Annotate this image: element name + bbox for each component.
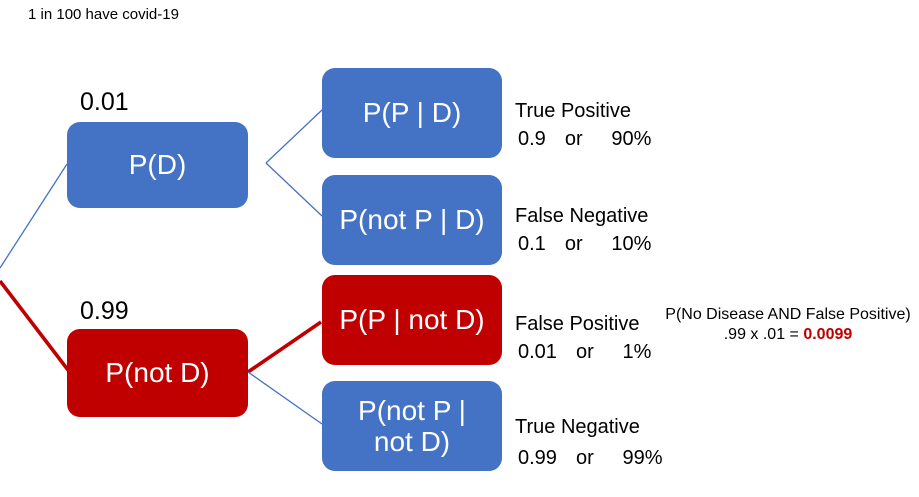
probability-label-disease: 0.01 — [80, 88, 129, 116]
outcome-value-true-positive: 0.9 or 90% — [518, 128, 652, 150]
edge-disease-to-true-positive — [265, 109, 323, 164]
node-false-negative-label: P(not P | D) — [339, 204, 485, 236]
node-no-disease: P(not D) — [67, 329, 248, 417]
page-title: 1 in 100 have covid-19 — [28, 6, 179, 23]
caption-true-positive: True Positive 0.9 or 90% — [515, 97, 651, 153]
outcome-value-false-positive: 0.01 or 1% — [518, 341, 652, 363]
calculation-annotation: P(No Disease AND False Positive) .99 x .… — [655, 305, 919, 345]
outcome-value-false-negative: 0.1 or 10% — [518, 233, 652, 255]
node-true-positive: P(P | D) — [322, 68, 502, 158]
caption-false-positive: False Positive 0.01 or 1% — [515, 310, 651, 366]
outcome-name-true-positive: True Positive — [515, 100, 631, 122]
node-false-positive-label: P(P | not D) — [339, 304, 485, 336]
node-disease: P(D) — [67, 122, 248, 208]
node-false-positive: P(P | not D) — [322, 275, 502, 365]
annotation-formula: .99 x .01 = 0.0099 — [655, 325, 919, 345]
node-false-negative: P(not P | D) — [322, 175, 502, 265]
outcome-value-true-negative: 0.99 or 99% — [518, 447, 663, 469]
edge-disease-to-false-negative — [265, 162, 323, 217]
annotation-heading: P(No Disease AND False Positive) — [665, 306, 911, 323]
edge-root-to-disease — [0, 163, 68, 269]
node-no-disease-label: P(not D) — [105, 357, 210, 389]
caption-true-negative: True Negative 0.99 or 99% — [515, 412, 663, 474]
edge-root-to-no-disease — [0, 279, 70, 372]
node-true-negative-label: P(not P | not D) — [358, 394, 466, 457]
formula-prefix: .99 x .01 = — [723, 326, 804, 343]
outcome-name-true-negative: True Negative — [515, 416, 640, 438]
node-disease-label: P(D) — [128, 149, 187, 181]
probability-label-no-disease: 0.99 — [80, 297, 129, 325]
node-true-positive-label: P(P | D) — [362, 97, 462, 129]
outcome-name-false-negative: False Negative — [515, 205, 649, 227]
edge-no-disease-to-true-negative — [247, 371, 323, 425]
caption-false-negative: False Negative 0.1 or 10% — [515, 202, 651, 258]
outcome-name-false-positive: False Positive — [515, 313, 640, 335]
edge-no-disease-to-false-positive — [246, 320, 323, 374]
node-true-negative: P(not P | not D) — [322, 381, 502, 471]
formula-result: 0.0099 — [803, 326, 853, 343]
